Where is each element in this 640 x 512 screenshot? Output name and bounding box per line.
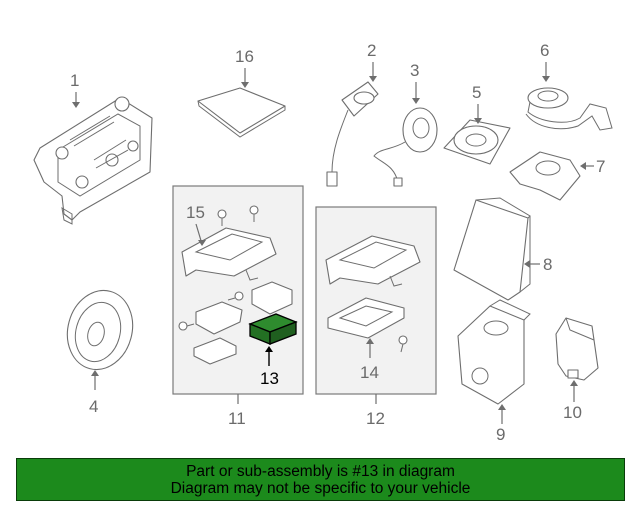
callout-1: 1 xyxy=(70,71,79,90)
part-8-module[interactable] xyxy=(453,197,531,301)
callout-9: 9 xyxy=(496,425,505,444)
callout-15: 15 xyxy=(186,203,205,222)
part-16-cover[interactable] xyxy=(197,87,286,138)
callout-16: 16 xyxy=(235,47,254,66)
callout-6: 6 xyxy=(540,41,549,60)
banner-line-2: Diagram may not be specific to your vehi… xyxy=(170,479,471,497)
part-12-upper-bracket[interactable] xyxy=(325,235,421,287)
part-6-speaker-harness[interactable] xyxy=(525,87,613,131)
part-4-door-speaker[interactable] xyxy=(59,283,142,377)
screw-5 xyxy=(398,335,408,353)
callout-5: 5 xyxy=(472,83,481,102)
part-notice-banner: Part or sub-assembly is #13 in diagram D… xyxy=(16,458,625,501)
callout-14: 14 xyxy=(360,363,379,382)
part-10-bracket[interactable] xyxy=(555,317,599,381)
banner-line-1: Part or sub-assembly is #13 in diagram xyxy=(186,462,455,480)
callout-2: 2 xyxy=(367,41,376,60)
screw-2 xyxy=(249,205,259,222)
screw-4 xyxy=(178,321,195,331)
part-7-bracket[interactable] xyxy=(509,151,581,201)
screw-3 xyxy=(227,291,244,301)
callout-8: 8 xyxy=(543,255,552,274)
screw-1 xyxy=(217,209,227,226)
pad[interactable] xyxy=(193,337,237,365)
part-2-tweeter[interactable] xyxy=(326,81,379,187)
part-3-speaker[interactable] xyxy=(373,107,438,187)
part-13-side xyxy=(269,321,297,345)
callout-10: 10 xyxy=(563,403,582,422)
part-14-tray[interactable] xyxy=(327,297,405,339)
bracket-small[interactable] xyxy=(195,301,243,335)
part-9-housing[interactable] xyxy=(457,299,531,405)
callout-11: 11 xyxy=(228,409,246,428)
callout-4: 4 xyxy=(89,397,98,416)
callout-7: 7 xyxy=(596,157,605,176)
callout-13: 13 xyxy=(260,369,279,388)
part-13-module-highlighted[interactable] xyxy=(248,313,298,345)
bracket-cover[interactable] xyxy=(251,281,293,315)
callout-12: 12 xyxy=(366,409,385,428)
part-1-radio-control-panel[interactable] xyxy=(33,96,153,225)
callout-3: 3 xyxy=(410,61,419,80)
parts-diagram: 1 16 2 3 5 6 xyxy=(33,41,613,444)
part-5-speaker[interactable] xyxy=(443,119,511,165)
